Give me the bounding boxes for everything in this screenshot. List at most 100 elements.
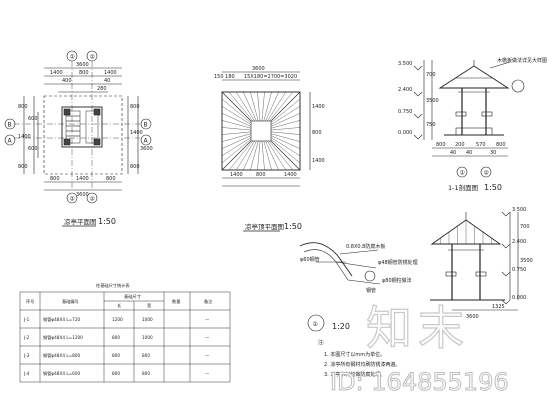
axis-bubble [86,192,98,204]
table-header: 序号 [26,298,34,305]
axis-label: B [144,122,148,129]
dim-text: 3600 [76,62,89,68]
watermark-logo: 知末 [366,301,470,355]
table-cell: 1200 [112,317,123,322]
roof-rafter [221,133,252,142]
detail-callout [511,79,525,93]
table-title: 柱基础尺寸统计表 [96,282,130,289]
roof-plan [221,71,311,187]
section-roof [438,65,510,89]
table-cell: J-2 [23,335,30,340]
dim-text: 800 [50,176,60,182]
detail-note: φ60钢管 [300,256,320,263]
roof-rafter [228,140,253,171]
roof-rafter [221,113,252,127]
notes-line: 3. 凉亭木材均做防腐处理。 [324,371,385,378]
roof-rafter [221,106,252,125]
roof-rafter [270,120,301,129]
foundation-table [19,291,231,383]
table-header: 数量 [172,298,180,305]
dim-text: 800 [256,172,266,178]
table-cell: 钢管φ48X4 L=720 [43,316,81,323]
roof-rafter [270,131,301,135]
axis-bubble [4,134,16,146]
leader-note: 木檐板做法详见大样图 [497,57,547,64]
roof-apex [250,120,272,142]
dim-text: 3600 [466,314,479,320]
roof-rafter [270,98,301,123]
axis-label: ② [484,170,490,177]
plan-title: 凉亭平面图 [64,217,97,226]
level-text: 2.400 [398,87,412,93]
axis-bubble [66,192,78,204]
dim-text: 1325 [492,304,505,310]
roof-rafter [267,140,286,171]
axis-bubble [456,166,468,178]
roof-rafter [221,120,252,129]
roof-rafter [270,139,301,164]
table-cell: 1000 [142,317,153,322]
axis-label: A [144,138,149,145]
dim-text: 3500 [520,258,533,264]
dim-text: 40 [104,78,110,84]
dim-text: 800 [79,70,89,76]
dim-text: 700 [426,72,436,78]
roof-rafter [221,131,252,135]
watermark: 知末 ID: 164855196 [330,300,510,396]
roof-rafter [250,140,259,171]
dim-text: 280 [97,86,107,92]
section-2 [430,211,519,311]
dim-text: 800 [18,164,28,170]
detail-note: 钢管 [366,287,376,294]
level-text: 0.000 [398,130,412,136]
dim-text: 700 [520,224,530,230]
dim-text: 1400 [76,176,89,182]
section-title: 1-1剖面图 [448,183,478,192]
plan-outline [43,95,123,175]
table-cell: 800 [112,335,120,340]
roof-rafter [228,91,253,122]
roof-rafter [270,127,301,131]
dim-text: 3500 [426,98,439,104]
roof-rafter [269,140,294,171]
dim-text: 1400 [50,70,63,76]
section-2-text: 3.500 2.400 0.750 0.000 700 3500 1325 36… [466,207,533,320]
level-text: 2.400 [512,239,526,245]
table-cell: 钢管φ48X4 L=1200 [43,334,83,341]
roof-rafter [267,91,286,122]
roof-rafter [261,91,265,122]
detail-text: 0.8X0.8防腐木板 φ48钢管防锈处理 φ60钢管 φ80钢柱做法 钢管 ①… [300,243,418,331]
dim-text: 600 [28,116,38,122]
dim-text: 1400 [312,158,325,164]
detail-bubble [307,314,325,332]
roof-title: 凉亭顶平面图 [245,222,284,231]
detail-note: 0.8X0.8防腐木板 [346,243,385,250]
table-cell: J-4 [23,371,30,376]
level-text: 3.500 [398,61,412,67]
table-cell: 800 [112,371,120,376]
dim-text: 800 [130,104,140,110]
dim-text: 800 [496,142,506,148]
dim-text: 150 180 [214,74,235,80]
notes-heading: 注: [318,339,325,346]
dim-text: 200 [455,142,465,148]
roof-rafter [221,127,252,131]
roof-rafter [243,140,257,171]
table-cell: 800 [112,353,120,358]
table-cell: 800 [142,353,150,358]
roof-rafter [221,137,252,156]
dim-text: 1400 [18,134,31,140]
table-cell: 1000 [142,335,153,340]
axis-bubble [140,134,152,146]
dim-text: 800 [436,142,446,148]
table-header: 基础尺寸 [124,293,141,300]
section-1-text: 木檐板做法详见大样图 3.500 2.400 0.750 0.000 700 3… [398,57,547,192]
dim-text: 1400 [230,172,243,178]
dim-text: 1400 [130,130,143,136]
roof-rafter [250,91,259,122]
table-cell: 800 [142,371,150,376]
notes: 注: 1. 本图尺寸以mm为单位。 2. 凉亭所有钢材均刷防锈漆两遍。 3. 凉… [318,339,400,378]
roof-rafter [243,91,257,122]
table-cell: — [205,335,209,340]
